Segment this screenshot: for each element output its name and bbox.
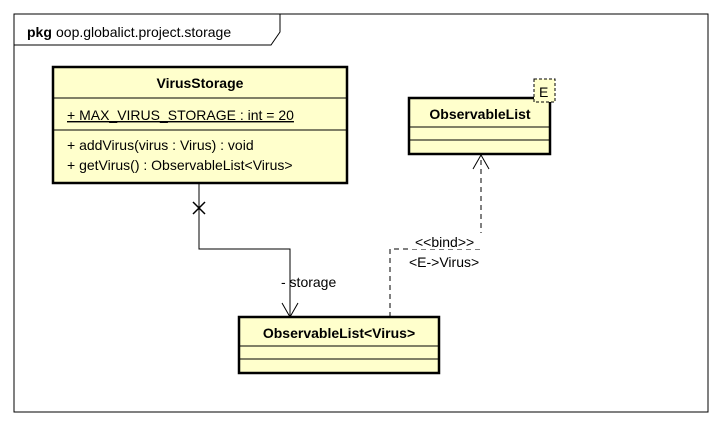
class-name: ObservableList<Virus>	[263, 325, 415, 341]
operation-get-virus: + getVirus() : ObservableList<Virus>	[67, 157, 293, 173]
bind-dependency: <<bind>> <E->Virus>	[389, 153, 492, 317]
operation-add-virus: + addVirus(virus : Virus) : void	[67, 137, 254, 153]
template-parameter-box	[533, 78, 556, 103]
class-virus-storage[interactable]: VirusStorage + MAX_VIRUS_STORAGE : int =…	[51, 65, 349, 185]
class-name: ObservableList	[429, 106, 530, 122]
package-tab	[13, 13, 281, 46]
bind-substitution-label: <E->Virus>	[409, 254, 479, 270]
template-parameter: E	[539, 84, 548, 100]
attribute-max-virus-storage: + MAX_VIRUS_STORAGE : int = 20	[67, 107, 294, 123]
package-name: oop.globalict.project.storage	[56, 24, 231, 40]
bind-stereotype-label: <<bind>>	[415, 234, 474, 250]
class-observable-list[interactable]: ObservableList E	[407, 78, 556, 156]
association-role-label: - storage	[281, 274, 336, 290]
class-name: VirusStorage	[157, 75, 244, 91]
class-observable-list-virus[interactable]: ObservableList<Virus>	[237, 315, 441, 375]
package-keyword: pkg	[27, 24, 52, 40]
non-navigable-x-marker	[192, 201, 206, 215]
